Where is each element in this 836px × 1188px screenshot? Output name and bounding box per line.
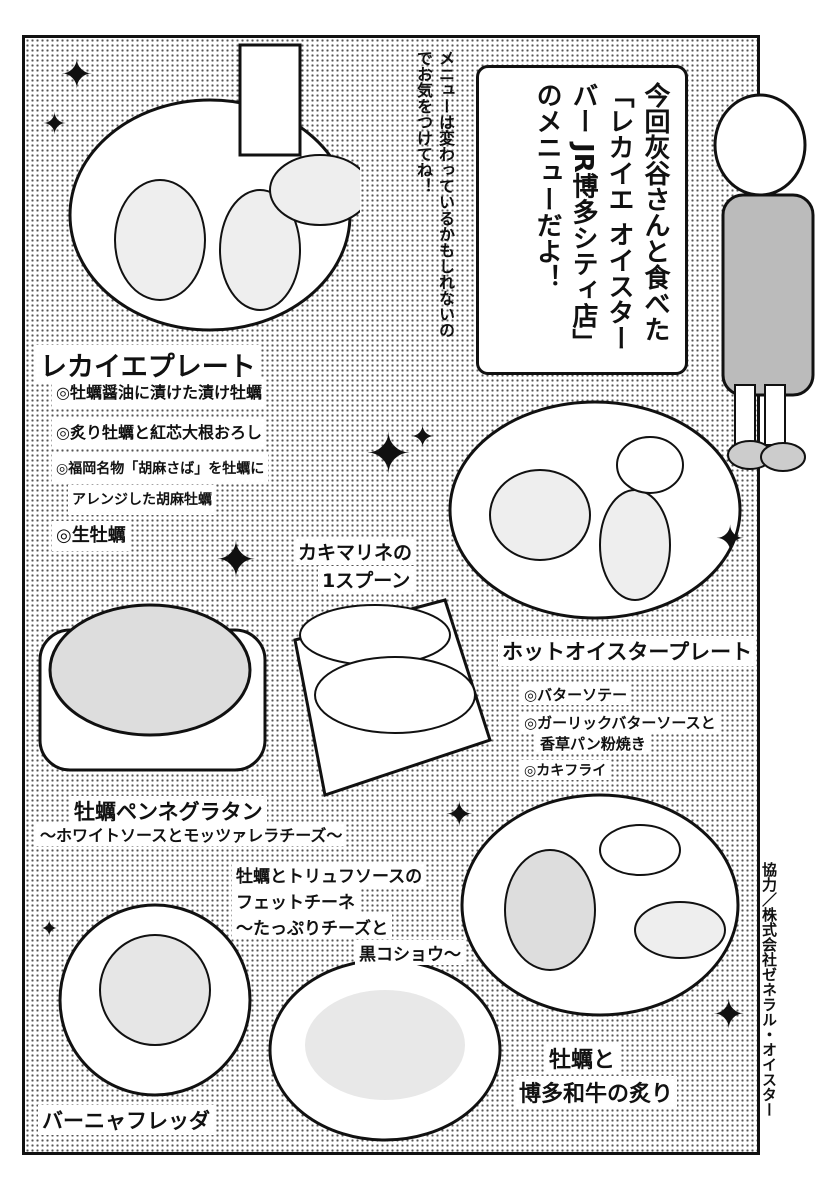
sparkle-icon: ✦	[712, 992, 746, 1038]
wagyu-title: 牡蠣と	[545, 1042, 620, 1074]
marine-spoon-illustration	[293, 598, 492, 797]
sparkle-icon: ✦	[40, 917, 59, 942]
gratin-illustration	[38, 603, 267, 772]
credit: 協力／株式会社ゼネラル・オイスター	[760, 862, 778, 1117]
sparkle-icon: ✦	[60, 52, 94, 98]
fettuccine-subtitle-2: 黒コショウ〜	[355, 940, 465, 965]
fettuccine-title: 牡蠣とトリュフソースの	[232, 862, 427, 887]
bagna-plate-illustration	[58, 903, 252, 1097]
menu-item: ◎炙り牡蠣と紅芯大根おろし	[52, 418, 266, 448]
wagyu-plate-illustration	[460, 793, 740, 1017]
menu-item: ◎福岡名物「胡麻さば」を牡蠣に	[52, 454, 269, 484]
hot-oyster-plate-illustration	[448, 400, 742, 620]
marine-subtitle: 1スプーン	[318, 566, 415, 593]
gratin-subtitle: 〜ホワイトソースとモッツァレラチーズ〜	[36, 822, 347, 846]
lecaye-plate-items: ◎牡蠣醤油に漬けた漬け牡蠣 ◎炙り牡蠣と紅芯大根おろし ◎福岡名物「胡麻さば」を…	[52, 378, 269, 551]
gratin-title: 牡蠣ペンネグラタン	[70, 796, 267, 826]
sparkle-icon: ✦	[365, 422, 412, 487]
menu-item: ◎カキフライ	[520, 760, 611, 780]
menu-item: ◎バターソテー	[520, 684, 632, 705]
marine-title: カキマリネの	[294, 538, 417, 565]
menu-item: ◎生牡蠣	[52, 521, 130, 551]
sparkle-icon: ✦	[215, 531, 257, 589]
lecaye-plate-title: レカイエプレート	[36, 345, 260, 384]
sparkle-icon: ✦	[715, 519, 746, 560]
girl-character-illustration	[713, 93, 815, 472]
menu-item: アレンジした胡麻牡蠣	[68, 485, 216, 515]
speech-bubble: 今回灰谷さんと食べた「レカイエ オイスターバー JR博多シティ店」のメニューだよ…	[476, 65, 688, 375]
fettuccine-title-2: フェットチーネ	[232, 888, 359, 913]
fettuccine-plate-illustration	[268, 958, 502, 1142]
menu-change-note: メニューは変わっているかもしれないのでお気をつけてね！	[414, 50, 455, 338]
sparkle-icon: ✦	[42, 107, 68, 142]
sparkle-icon: ✦	[410, 420, 436, 455]
menu-item: 香草パン粉焼き	[536, 733, 650, 754]
bagna-title: バーニャフレッダ	[38, 1105, 214, 1135]
oyster-plate-illustration	[68, 43, 360, 332]
fettuccine-subtitle: 〜たっぷりチーズと	[232, 914, 393, 939]
menu-item: ◎牡蠣醤油に漬けた漬け牡蠣	[52, 378, 266, 408]
wagyu-title-2: 博多和牛の炙り	[515, 1076, 678, 1108]
hot-plate-title: ホットオイスタープレート	[498, 636, 757, 666]
sparkle-icon: ✦	[445, 795, 474, 835]
menu-item: ◎ガーリックバターソースと	[520, 712, 720, 733]
